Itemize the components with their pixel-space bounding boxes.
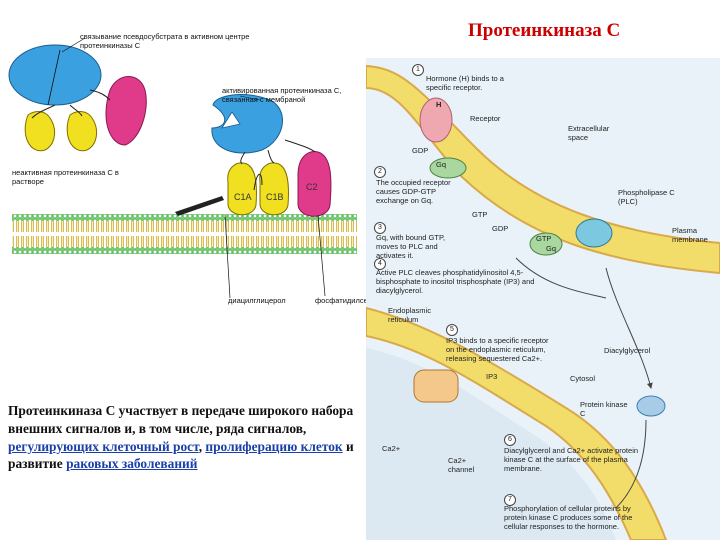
gq-label: Gq <box>436 160 446 169</box>
c1b-inactive <box>67 112 96 151</box>
gtp-label: GTP <box>472 210 487 219</box>
cytosol-label: Cytosol <box>570 374 595 383</box>
plc-enzyme <box>576 219 612 247</box>
page-title: Протеинкиназа С <box>468 20 620 42</box>
plc-label: Phospholipase C (PLC) <box>618 188 688 206</box>
extracellular-label: Extracellular space <box>568 124 628 142</box>
pkc-label: Protein kinase C <box>580 400 630 418</box>
step-5-number: 5 <box>446 324 458 336</box>
catalytic-domain-inactive <box>9 45 101 105</box>
activated-pkc-label: активированная протеинкиназа С, связанна… <box>222 86 352 105</box>
plasma-membrane-label: Plasma membrane <box>672 226 716 244</box>
step-3-text: Gq, with bound GTP, moves to PLC and act… <box>376 233 468 260</box>
gdp2-label: GDP <box>492 224 508 233</box>
description-text: Протеинкиназа С участвует в передаче шир… <box>8 402 358 473</box>
step-1-number: 1 <box>412 64 424 76</box>
step-5-text: IP3 binds to a specific receptor on the … <box>446 336 558 363</box>
er-label: Endoplasmic reticulum <box>388 306 448 324</box>
inactive-pkc-label: неактивная протеинкиназа С в растворе <box>12 168 132 187</box>
step-7-text: Phosphorylation of cellular proteins by … <box>504 504 654 531</box>
protein-kinase-c <box>637 396 665 416</box>
gtp2-label: GTP <box>536 234 551 243</box>
gdp-label: GDP <box>412 146 428 155</box>
c2-domain-inactive <box>106 77 146 146</box>
lipid-bilayer <box>12 214 357 254</box>
c2-label: C2 <box>306 182 318 192</box>
step-2-text: The occupied receptor causes GDP-GTP exc… <box>376 178 468 205</box>
c1b-active <box>260 163 289 215</box>
c1b-label: C1B <box>266 192 284 202</box>
c1a-active <box>228 163 257 215</box>
link-cancer[interactable]: раковых заболеваний <box>66 456 197 471</box>
c1a-inactive <box>25 112 54 151</box>
step-2-number: 2 <box>374 166 386 178</box>
link-cell-growth[interactable]: регулирующих клеточный рост <box>8 439 199 454</box>
c1a-label: C1A <box>234 192 252 202</box>
step-4-text: Active PLC cleaves phosphatidylinositol … <box>376 268 536 295</box>
ip3-receptor <box>414 370 458 402</box>
gq2-label: Gq <box>546 244 556 253</box>
ca-channel-label: Ca2+ channel <box>448 456 478 474</box>
ip3-label: IP3 <box>486 372 497 381</box>
hormone-label: H <box>436 100 441 109</box>
step-1-text: Hormone (H) binds to a specific receptor… <box>426 74 526 92</box>
dag-label: Diacylglycerol <box>604 346 650 355</box>
step-6-number: 6 <box>504 434 516 446</box>
step-6-text: Diacylglycerol and Ca2+ activate protein… <box>504 446 654 473</box>
ca-label: Ca2+ <box>382 444 400 453</box>
diacylglycerol-label: диацилглицерол <box>228 296 286 305</box>
link-cell-proliferation[interactable]: пролиферацию клеток <box>205 439 342 454</box>
receptor-label: Receptor <box>470 114 500 123</box>
pseudosubstrate-label: связывание псевдосубстрата в активном це… <box>80 32 260 51</box>
